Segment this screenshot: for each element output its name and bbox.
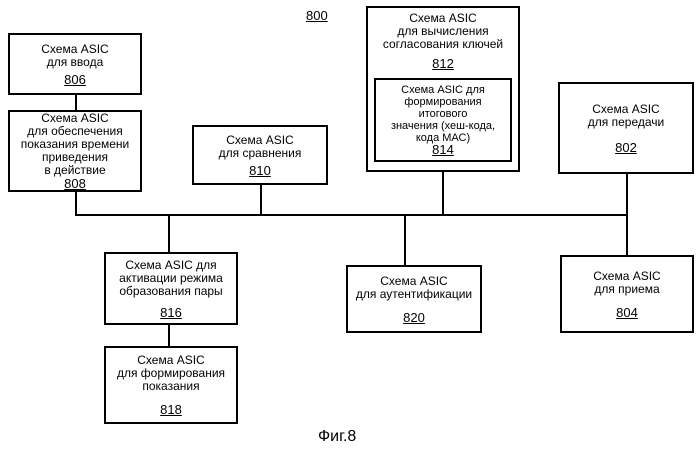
block-label: Схема ASIC для ввода xyxy=(41,43,108,69)
block-ref: 820 xyxy=(403,311,425,324)
block-816-pairing-mode: Схема ASIC для активации режима образова… xyxy=(104,252,238,325)
block-808-actuation-time: Схема ASIC для обеспечения показания вре… xyxy=(8,110,142,192)
connector-802-bus xyxy=(626,174,628,215)
block-802-transmit: Схема ASIC для передачи 802 xyxy=(558,82,694,174)
block-label: Схема ASIC для формирования итогового зн… xyxy=(391,84,495,144)
block-810-compare: Схема ASIC для сравнения 810 xyxy=(192,125,328,185)
connector-bus-820 xyxy=(404,214,406,265)
block-ref: 812 xyxy=(432,57,454,70)
block-label: Схема ASIC для формирования показания xyxy=(117,354,225,393)
block-label: Схема ASIC для активации режима образова… xyxy=(119,259,223,298)
block-818-indication: Схема ASIC для формирования показания 81… xyxy=(104,346,238,424)
connector-816-818 xyxy=(168,325,170,346)
block-label: Схема ASIC для обеспечения показания вре… xyxy=(21,112,130,177)
connector-812-bus xyxy=(442,172,444,215)
diagram-number: 800 xyxy=(306,8,328,23)
block-ref: 818 xyxy=(160,403,182,416)
figure-caption: Фиг.8 xyxy=(318,428,356,446)
block-ref: 816 xyxy=(160,306,182,319)
block-ref: 806 xyxy=(64,73,86,86)
block-label: Схема ASIC для приема xyxy=(593,270,660,296)
connector-bus-816 xyxy=(168,214,170,252)
block-ref: 808 xyxy=(64,177,86,190)
block-ref: 802 xyxy=(615,141,637,154)
block-label: Схема ASIC для аутентификации xyxy=(356,275,472,301)
block-ref: 804 xyxy=(616,306,638,319)
block-label: Схема ASIC для передачи xyxy=(588,103,664,129)
block-806-input: Схема ASIC для ввода 806 xyxy=(8,33,142,95)
block-ref: 814 xyxy=(432,144,454,156)
block-label: Схема ASIC для вычисления согласования к… xyxy=(383,12,503,51)
block-label: Схема ASIC для сравнения xyxy=(219,134,302,160)
connector-810-bus xyxy=(260,185,262,215)
connector-bus-804 xyxy=(626,214,628,255)
block-804-receive: Схема ASIC для приема 804 xyxy=(560,255,694,333)
block-820-authentication: Схема ASIC для аутентификации 820 xyxy=(346,265,482,333)
connector-808-bus xyxy=(75,192,77,215)
block-ref: 810 xyxy=(249,164,271,177)
connector-806-808 xyxy=(75,95,77,110)
block-814-hash-mac: Схема ASIC для формирования итогового зн… xyxy=(374,78,512,162)
bus-line xyxy=(75,214,628,216)
